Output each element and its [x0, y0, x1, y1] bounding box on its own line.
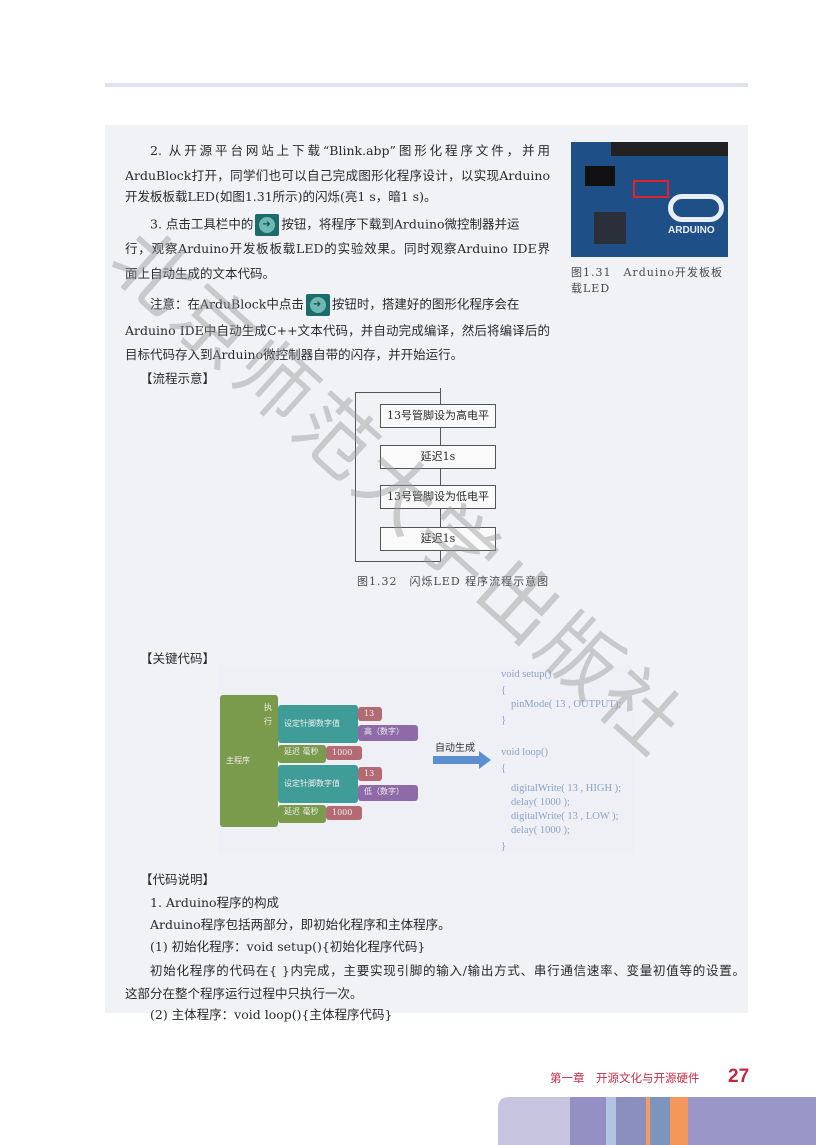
code-line: {	[501, 685, 507, 696]
note-line1: 注意：在ArduBlock中点击 按钮时，搭建好的图形化程序会在	[150, 294, 519, 316]
footer-band	[616, 1097, 646, 1145]
code-line: }	[501, 715, 507, 726]
code-line: delay( 1000 );	[511, 825, 570, 836]
para3-line3: 面上自动生成的文本代码。	[125, 266, 276, 281]
footer-band	[498, 1097, 570, 1145]
explain-line: (2) 主体程序：void loop(){主体程序代码}	[150, 1007, 393, 1022]
block-pin: 13	[358, 707, 382, 721]
code-line: }	[501, 841, 507, 852]
block-ms: 1000	[326, 746, 362, 760]
page-number: 27	[728, 1066, 750, 1087]
explain-heading: 【代码说明】	[140, 872, 216, 887]
footer-band	[570, 1097, 606, 1145]
text: 按钮时，搭建好的图形化程序会在	[331, 296, 520, 312]
explain-line: 初始化程序的代码在{ }内完成，主要实现引脚的输入/输出方式、串行通信速率、变量…	[150, 963, 745, 978]
arrow-label: 自动生成	[435, 743, 475, 754]
flowchart: 13号管脚设为高电平 延迟1s 13号管脚设为低电平 延迟1s	[355, 388, 497, 566]
text: 毫秒	[302, 807, 319, 816]
flow-step: 13号管脚设为低电平	[380, 485, 496, 509]
text: 3. 点击工具栏中的	[150, 216, 254, 232]
chapter-title: 第一章 开源文化与开源硬件	[550, 1071, 700, 1085]
block-value-low: 低（数字）	[358, 785, 418, 801]
footer-band	[670, 1097, 688, 1145]
arduino-board-photo: ARDUINO	[571, 142, 728, 257]
header-rule	[105, 83, 748, 87]
block-set-low: 设定针脚数字值	[278, 765, 358, 803]
footer-band	[606, 1097, 616, 1145]
footer-band	[646, 1097, 650, 1145]
block-loop: 执行	[264, 703, 272, 726]
para2-line1: 2. 从开源平台网站上下载“Blink.abp”图形化程序文件，并用	[150, 143, 550, 158]
explain-line: Arduino程序包括两部分，即初始化程序和主体程序。	[150, 917, 451, 932]
explain-line: (1) 初始化程序：void setup(){初始化程序代码}	[150, 939, 426, 954]
upload-button-icon	[255, 214, 280, 236]
fig131-caption-2: 载LED	[571, 282, 611, 295]
note-line3: 目标代码存入到Arduino微控制器自带的闪存，并开始运行。	[125, 347, 464, 362]
arrow-icon	[433, 756, 481, 764]
para2-line2: ArduBlock打开，同学们也可以自己完成图形化程序设计，以实现Arduino	[125, 168, 550, 183]
footer-band	[688, 1097, 816, 1145]
explain-line: 这部分在整个程序运行过程中只执行一次。	[125, 986, 363, 1001]
text: 注意：在ArduBlock中点击	[150, 296, 304, 312]
code-line: {	[501, 763, 507, 774]
code-line: digitalWrite( 13 , LOW );	[511, 811, 619, 822]
flow-step: 延迟1s	[380, 527, 496, 551]
flow-step: 13号管脚设为高电平	[380, 404, 496, 428]
arrow-head-icon	[479, 751, 491, 769]
text: 按钮，将程序下载到Arduino微控制器并运	[281, 216, 520, 232]
para3-line2: 行，观察Arduino开发板板载LED的实验效果。同时观察Arduino IDE…	[125, 241, 550, 256]
fig132-caption: 图1.32 闪烁LED 程序流程示意图	[357, 575, 550, 588]
explain-line: 1. Arduino程序的构成	[150, 895, 280, 910]
block-ms: 1000	[326, 806, 362, 820]
upload-button-icon	[305, 294, 330, 316]
block-delay: 延迟 毫秒	[278, 745, 326, 763]
block-value-high: 高（数字）	[358, 725, 418, 741]
board-label: ARDUINO	[668, 225, 715, 236]
key-heading: 【关键代码】	[140, 651, 216, 666]
para3-line1: 3. 点击工具栏中的 按钮，将程序下载到Arduino微控制器并运	[150, 214, 520, 236]
flow-step: 延迟1s	[380, 445, 496, 469]
block-set-high: 设定针脚数字值	[278, 705, 358, 743]
code-line: digitalWrite( 13 , HIGH );	[511, 783, 622, 794]
text: 毫秒	[302, 747, 319, 756]
content-panel	[105, 125, 748, 1013]
block-pin: 13	[358, 767, 382, 781]
text: 延迟	[284, 807, 300, 816]
fig131-caption-1: 图1.31 Arduino开发板板	[571, 266, 724, 279]
block-delay: 延迟 毫秒	[278, 805, 326, 823]
code-line: void setup()	[501, 669, 552, 680]
code-line: pinMode( 13 , OUTPUT);	[511, 699, 622, 710]
block-main: 主程序	[220, 695, 278, 827]
note-line2: Arduino IDE中自动生成C++文本代码，并自动完成编译，然后将编译后的	[125, 323, 550, 338]
code-line: void loop()	[501, 747, 548, 758]
flow-heading: 【流程示意】	[140, 371, 216, 386]
code-figure: 主程序 执行 设定针脚数字值 13 高（数字） 延迟 毫秒 1000 设定针脚数…	[218, 665, 634, 853]
code-line: delay( 1000 );	[511, 797, 570, 808]
text: 延迟	[284, 747, 300, 756]
para2-line3: 开发板板载LED(如图1.31所示)的闪烁(亮1 s，暗1 s)。	[125, 189, 437, 204]
